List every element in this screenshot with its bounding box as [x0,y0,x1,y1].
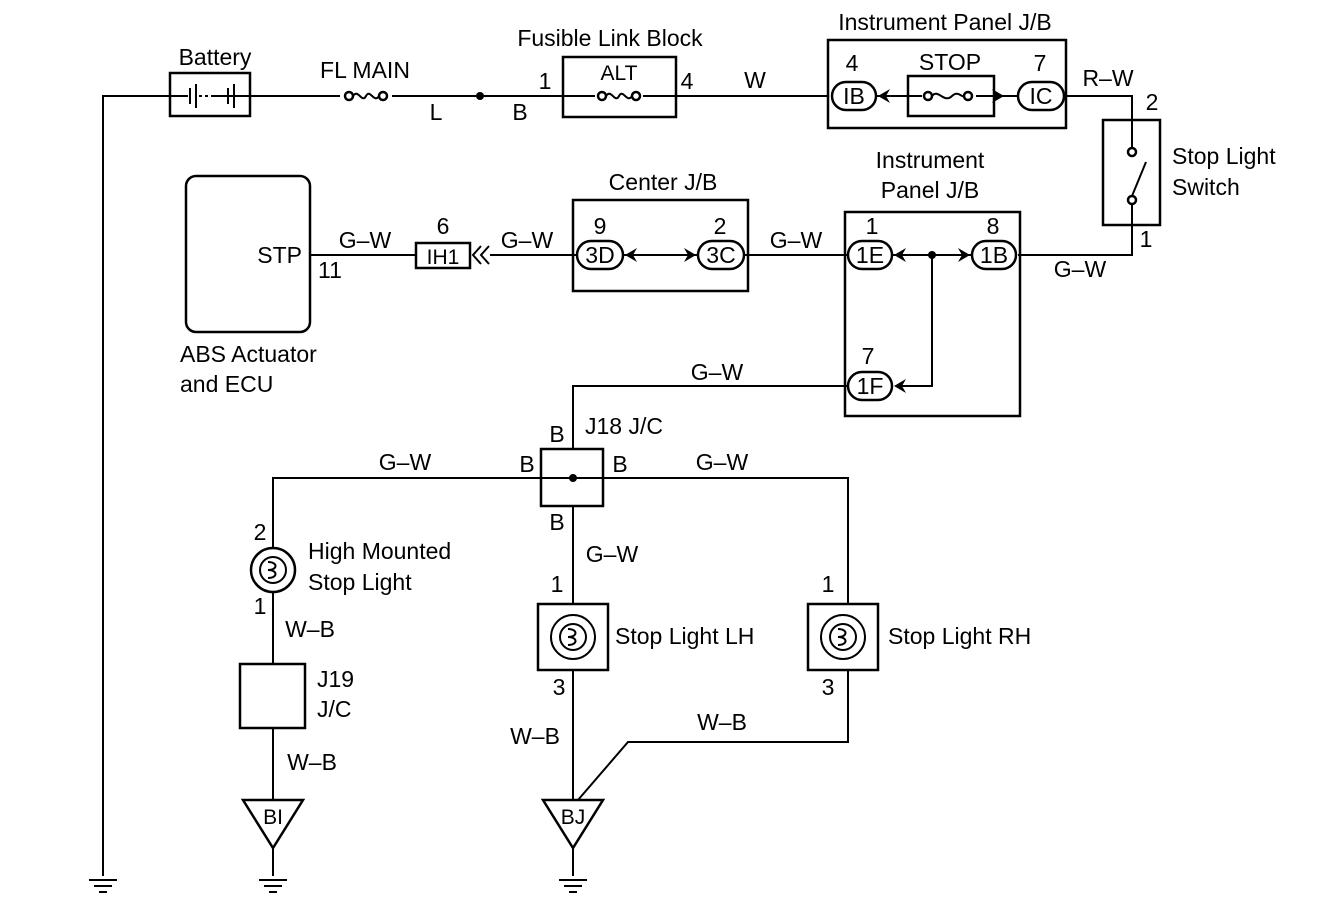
wire-color-label: G–W [501,227,554,253]
connector-ic: IC [1030,83,1053,109]
wire-color-label: W [744,67,766,93]
connector-3d: 3D [585,242,614,268]
pin-label: 2 [254,519,267,545]
high-mounted-stop-light: 2 1 High Mounted Stop Light [249,519,451,619]
fusible-link-block-title: Fusible Link Block [517,25,703,51]
lamp-label: Stop Light [308,569,412,595]
wire-color-label: B [512,99,527,125]
j19-label: J19 [317,666,354,692]
pin-label: 3 [553,674,566,700]
pin-label: 9 [594,213,607,239]
pin-label: 6 [437,213,450,239]
wire-color-label: G–W [379,449,432,475]
pin-label: 4 [681,68,694,94]
instrument-panel-jb-top: Instrument Panel J/B IB 4 STOP IC 7 [826,9,1068,130]
connector-1f: 1F [857,373,884,399]
wire-color-label: L [430,99,443,125]
wire-color-label: W–B [697,709,747,735]
pin-label: 7 [1034,50,1047,76]
pin-label: B [519,451,534,477]
ground-icon [558,879,588,893]
ground-icon [258,879,288,893]
ip-jb-title: Panel J/B [881,177,979,203]
pin-label: 1 [1140,226,1153,252]
stop-fuse-label: STOP [919,49,981,75]
pin-label: B [549,509,564,535]
wire-color-label: W–B [285,616,335,642]
connector-3c: 3C [706,242,735,268]
bulb-icon [267,561,277,579]
connector-ih1-label: IH1 [427,246,460,269]
pin-label: 3 [822,674,835,700]
wire-color-label: W–B [510,723,560,749]
battery-label: Battery [179,44,252,70]
connector-1e: 1E [856,242,884,268]
stop-light-switch: 2 1 Stop Light Switch [1101,89,1276,252]
center-jb: Center J/B 3D 9 3C 2 [571,169,750,293]
bulb-icon [837,628,847,646]
j18-label: J18 J/C [585,413,663,439]
ip-jb-title: Instrument [876,147,985,173]
connector-ih1: IH1 6 [414,213,490,270]
wires [102,92,1133,876]
wire-color-label: G–W [1054,256,1107,282]
lamp-label: Stop Light RH [888,623,1031,649]
pin-label: 7 [862,343,875,369]
j19-label: J/C [317,696,352,722]
fusible-link-block: Fusible Link Block ALT 1 4 [517,25,703,119]
ground-point-bj: BJ [540,798,606,851]
pin-label: 2 [1146,89,1159,115]
pin-label: B [549,421,564,447]
ip-jb-title: Instrument Panel J/B [838,9,1052,35]
wire-color-label: G–W [770,227,823,253]
j18-junction-connector: B J18 J/C B B B [519,413,663,535]
pin-label: 1 [822,571,835,597]
bulb-icon [567,628,577,646]
abs-label: ABS Actuator [180,341,317,367]
pin-label: B [612,451,627,477]
connector-ib: IB [843,83,865,109]
fl-main-label: FL MAIN [320,57,410,83]
pin-label: 2 [714,213,727,239]
wire-color-label: G–W [339,227,392,253]
alt-fuse-label: ALT [601,62,638,85]
abs-label: and ECU [180,371,273,397]
ground-bi-label: BI [263,806,283,829]
lamp-label: Stop Light LH [615,623,754,649]
pin-label: 1 [254,593,267,619]
abs-actuator-ecu: STP 11 ABS Actuator and ECU [180,174,342,397]
stp-terminal-label: STP [257,242,302,268]
battery: Battery [168,44,252,118]
pin-label: 1 [551,571,564,597]
wire-color-label: G–W [586,541,639,567]
pin-label: 8 [987,213,1000,239]
ground-icon [88,879,118,893]
stop-light-rh: 1 3 Stop Light RH [806,571,1031,700]
ground-bj-label: BJ [561,806,586,829]
connector-1b: 1B [980,242,1008,268]
wire-color-label: R–W [1082,65,1133,91]
lamp-label: High Mounted [308,538,451,564]
wire-color-label: G–W [691,359,744,385]
pin-label: 1 [539,68,552,94]
center-jb-title: Center J/B [609,169,718,195]
instrument-panel-jb-mid: Instrument Panel J/B 1E 1 1B 8 1F 7 [843,147,1022,418]
ground-point-bi: BI [240,798,306,851]
wire-color-label: G–W [696,449,749,475]
pin-label: 11 [318,257,342,283]
switch-label: Switch [1172,174,1240,200]
wire-color-label: W–B [287,749,337,775]
j19-junction-connector: J19 J/C [238,662,354,730]
switch-label: Stop Light [1172,143,1276,169]
pin-label: 1 [866,213,879,239]
pin-label: 4 [846,50,859,76]
stop-light-lh: 1 3 Stop Light LH [536,571,754,700]
